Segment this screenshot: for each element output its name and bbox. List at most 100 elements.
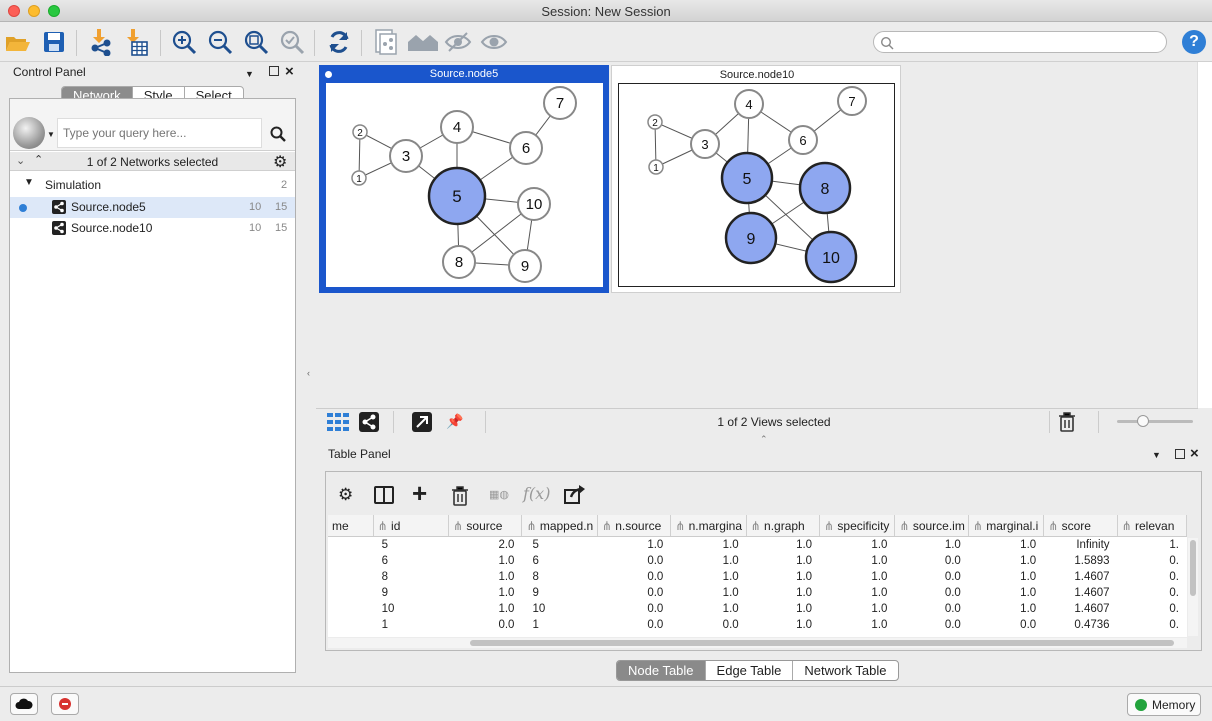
- table-cell[interactable]: 1.0: [944, 539, 961, 551]
- globe-icon[interactable]: [13, 117, 45, 149]
- column-header[interactable]: ⋔ n.margina: [671, 515, 747, 536]
- trash-icon[interactable]: [1059, 412, 1075, 435]
- zoom-window-button[interactable]: [48, 5, 60, 17]
- table-cell[interactable]: 10: [532, 603, 546, 615]
- column-header[interactable]: ⋔ n.source: [598, 515, 672, 536]
- table-cell[interactable]: 0.0: [647, 555, 664, 567]
- table-cell[interactable]: 1.0: [871, 539, 888, 551]
- table-cell[interactable]: 1.0: [796, 619, 813, 631]
- query-input[interactable]: [57, 118, 262, 148]
- table-cell[interactable]: 9: [532, 587, 539, 599]
- search-icon[interactable]: [270, 126, 286, 142]
- zoom-out-icon[interactable]: [206, 28, 234, 56]
- table-cell[interactable]: 1.0: [871, 587, 888, 599]
- column-header[interactable]: ⋔ source.im: [895, 515, 969, 536]
- function-builder-button[interactable]: f(x): [523, 484, 551, 503]
- network-row[interactable]: Source.node5 10 15: [10, 197, 295, 218]
- gear-icon[interactable]: ⚙: [338, 485, 354, 504]
- table-cell[interactable]: [328, 553, 374, 569]
- panel-menu-icon[interactable]: ▼: [1152, 450, 1161, 460]
- float-panel-icon[interactable]: [1175, 449, 1185, 459]
- splitter-handle[interactable]: ⌃: [760, 434, 768, 444]
- stop-icon[interactable]: [51, 693, 79, 715]
- show-columns-icon[interactable]: [374, 486, 394, 504]
- table-cell[interactable]: 6: [532, 555, 539, 567]
- column-header[interactable]: ⋔ n.graph: [747, 515, 821, 536]
- column-header[interactable]: ⋔ source: [449, 515, 523, 536]
- zoom-in-icon[interactable]: [170, 28, 198, 56]
- memory-button[interactable]: Memory: [1127, 693, 1201, 716]
- table-cell[interactable]: 1.0: [1020, 587, 1037, 599]
- table-vertical-scrollbar[interactable]: [1188, 538, 1198, 636]
- add-column-icon[interactable]: +: [412, 478, 428, 508]
- table-cell[interactable]: 1.0: [498, 603, 515, 615]
- table-cell[interactable]: 1.0: [871, 619, 888, 631]
- table-cell[interactable]: 1.0: [722, 555, 739, 567]
- view-thumbnail[interactable]: Source.node10 2 1 3 4 6 7: [611, 65, 901, 293]
- column-header[interactable]: ⋔ marginal.i: [969, 515, 1045, 536]
- slider-handle[interactable]: [1137, 415, 1149, 427]
- table-cell[interactable]: 0.: [1169, 587, 1179, 599]
- minimize-window-button[interactable]: [28, 5, 40, 17]
- column-header[interactable]: ⋔ score: [1044, 515, 1118, 536]
- search-input[interactable]: [873, 31, 1167, 53]
- table-horizontal-scrollbar[interactable]: [328, 638, 1187, 648]
- table-cell[interactable]: 1.0: [796, 555, 813, 567]
- table-cell[interactable]: [328, 601, 374, 617]
- pin-icon[interactable]: 📌: [446, 413, 464, 429]
- hide-icon[interactable]: [444, 28, 472, 56]
- close-panel-icon[interactable]: ×: [1190, 445, 1199, 462]
- table-cell[interactable]: 1.4607: [1074, 571, 1110, 583]
- table-cell[interactable]: [328, 569, 374, 585]
- column-header[interactable]: ⋔ relevan: [1118, 515, 1187, 536]
- network-view-icon[interactable]: [359, 412, 379, 432]
- table-cell[interactable]: 0.0: [647, 603, 664, 615]
- tab-edge-table[interactable]: Edge Table: [706, 661, 794, 680]
- table-cell[interactable]: 0.0: [1020, 619, 1037, 631]
- delete-column-icon[interactable]: [452, 486, 468, 509]
- table-cell[interactable]: 0.: [1169, 555, 1179, 567]
- column-header[interactable]: me: [328, 515, 374, 536]
- table-cell[interactable]: 0.0: [944, 619, 961, 631]
- expand-all-icon[interactable]: ⌄: [16, 155, 26, 167]
- table-cell[interactable]: 1.0: [1020, 571, 1037, 583]
- table-cell[interactable]: 1.0: [796, 539, 813, 551]
- column-header[interactable]: ⋔ mapped.n: [522, 515, 598, 536]
- panel-menu-icon[interactable]: ▼: [245, 69, 254, 79]
- help-button[interactable]: ?: [1182, 30, 1206, 54]
- table-cell[interactable]: 0.4736: [1074, 619, 1110, 631]
- table-cell[interactable]: 1.0: [722, 603, 739, 615]
- table-cell[interactable]: 1.4607: [1074, 603, 1110, 615]
- import-network-icon[interactable]: [86, 28, 114, 56]
- splitter-handle[interactable]: ‹: [307, 368, 310, 378]
- table-cell[interactable]: 0.: [1169, 619, 1179, 631]
- table-cell[interactable]: 8: [381, 571, 389, 583]
- import-table-icon[interactable]: [122, 28, 150, 56]
- tab-network-table[interactable]: Network Table: [804, 663, 887, 678]
- chevron-down-icon[interactable]: ▼: [47, 130, 55, 139]
- node-table[interactable]: me⋔ id⋔ source⋔ mapped.n⋔ n.source⋔ n.ma…: [328, 515, 1187, 637]
- table-cell[interactable]: [328, 537, 374, 553]
- network-graph[interactable]: 2 1 3 4 6 7 5 8 9 10: [619, 84, 894, 286]
- tab-node-table[interactable]: Node Table: [617, 661, 706, 680]
- network-row[interactable]: Source.node10 10 15: [10, 218, 295, 239]
- table-cell[interactable]: 1.: [1169, 539, 1179, 551]
- table-cell[interactable]: 0.0: [647, 587, 664, 599]
- gear-icon[interactable]: ⚙: [273, 154, 288, 171]
- table-cell[interactable]: 1.0: [871, 555, 888, 567]
- table-cell[interactable]: 0.0: [944, 571, 961, 583]
- table-cell[interactable]: 0.0: [944, 555, 961, 567]
- table-cell[interactable]: 5: [381, 539, 389, 551]
- table-cell[interactable]: 2.0: [498, 539, 515, 551]
- table-cell[interactable]: 8: [532, 571, 539, 583]
- table-cell[interactable]: 1.0: [796, 571, 813, 583]
- table-cell[interactable]: 5: [532, 539, 539, 551]
- table-cell[interactable]: [328, 585, 374, 601]
- table-cell[interactable]: 10: [381, 603, 395, 615]
- table-cell[interactable]: 1.0: [871, 603, 888, 615]
